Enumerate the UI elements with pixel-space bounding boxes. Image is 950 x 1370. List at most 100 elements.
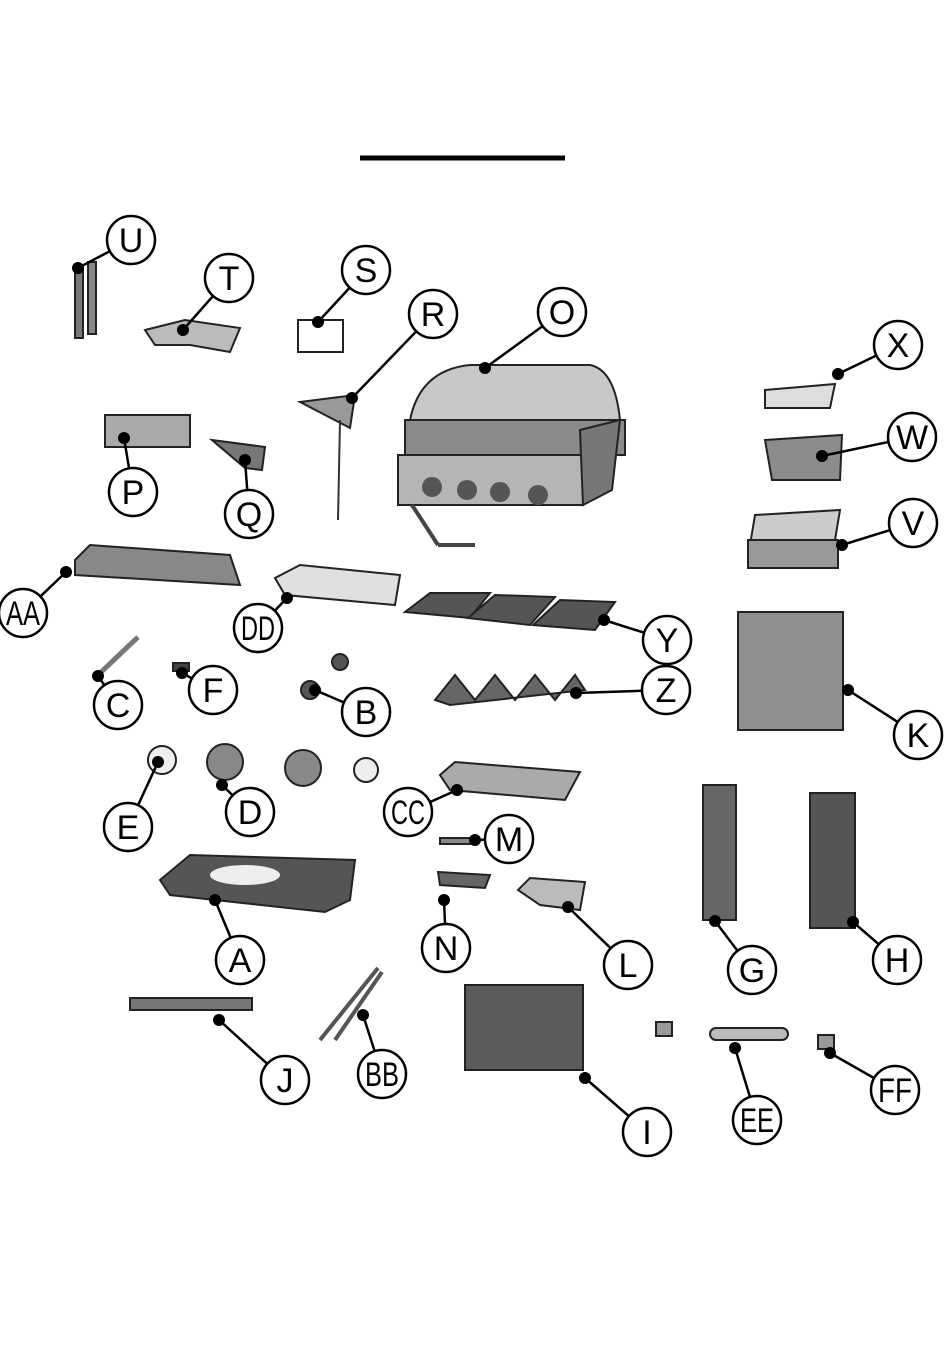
callout-ff-dot [824,1047,836,1059]
callout-aa-dot [60,566,72,578]
callout-k-leader-line [848,690,898,722]
callout-dd: DD [234,592,293,652]
callout-r-dot [346,392,358,404]
part-k-back-panel [738,612,843,730]
callout-a-leader-line [215,900,231,938]
callout-y: Y [598,614,691,664]
part-t-warming-rack [145,320,240,352]
callout-b-dot [309,684,321,696]
part-i-door-panel [465,985,583,1070]
callout-y-leader-line [604,620,644,633]
part-n-tray [438,872,490,888]
callout-c: C [92,670,142,729]
callout-f-dot [176,667,188,679]
callout-ff: FF [824,1047,919,1114]
part-r-igniter-wire [338,420,340,520]
callout-h-label: H [885,942,910,980]
callout-z-label: Z [656,672,677,710]
callout-o-dot [479,362,491,374]
callout-v-leader-line [842,530,890,545]
callout-j-leader-line [219,1020,267,1064]
callout-z: Z [570,666,690,714]
part-bb-tongs [320,968,382,1040]
callout-b-label: B [355,694,378,732]
callout-i-dot [579,1072,591,1084]
callout-s-dot [312,316,324,328]
callout-cc-label: CC [391,794,425,832]
part-j-front-rail [130,998,252,1010]
callout-ff-label: FF [878,1072,912,1110]
callout-dd-label: DD [241,610,275,648]
callout-d-dot [216,779,228,791]
callout-bb-label: BB [365,1056,399,1094]
callout-a-label: A [229,942,252,980]
callout-y-dot [598,614,610,626]
callout-l: L [562,901,652,989]
part-a-cart-base-opening [210,865,280,885]
callout-u: U [72,216,155,274]
callout-o-leader-line [485,326,543,368]
callout-i: I [579,1072,671,1156]
callout-e-label: E [117,809,140,847]
callout-a: A [209,894,264,984]
callout-k: K [842,684,942,759]
callout-x-label: X [887,327,910,365]
callout-o-label: O [549,294,575,332]
callout-ee-dot [729,1042,741,1054]
callout-ff-leader-line [830,1053,874,1078]
callout-v-dot [836,539,848,551]
callout-a-dot [209,894,221,906]
callout-h: H [847,916,921,984]
callout-d: D [216,779,274,836]
callout-ee-label: EE [740,1102,774,1140]
part-z-flavorizer-bars [435,675,585,705]
part-y-cooking-grates [405,593,615,630]
callout-e-dot [152,756,164,768]
callout-bb: BB [357,1009,406,1098]
callout-x: X [832,321,922,380]
callout-dd-dot [281,592,293,604]
callout-h-dot [847,916,859,928]
callout-z-dot [570,687,582,699]
callout-r-leader-line [352,331,416,398]
part-g-side-panel [703,785,736,920]
callout-l-leader-line [568,907,611,948]
callout-y-label: Y [656,622,679,660]
callout-m-label: M [495,821,523,859]
callout-g-dot [709,915,721,927]
part-ff-cap [818,1035,834,1049]
callout-t-dot [177,324,189,336]
callout-j-dot [213,1014,225,1026]
callout-s: S [312,246,390,328]
part-q-bracket [212,440,265,470]
callout-s-label: S [355,252,378,290]
callout-f-label: F [203,672,224,710]
callout-i-label: I [642,1114,651,1152]
part-aa-back-rail [75,545,240,585]
callout-n-dot [438,894,450,906]
part-c-rod [98,637,138,675]
callout-g: G [709,915,776,994]
callout-d-label: D [238,794,263,832]
callout-t-label: T [219,260,240,298]
callout-z-leader-line [576,691,642,693]
callout-e: E [104,756,164,851]
part-h-side-panel [810,793,855,928]
part-o-grill-head [398,365,625,545]
callout-q-label: Q [236,496,262,534]
callout-ee-leader-line [735,1048,750,1097]
part-ee-tube [710,1028,788,1040]
part-w-pan [765,435,842,480]
part-ff-cap-alt [656,1022,672,1036]
callout-o: O [479,288,586,374]
callout-l-dot [562,901,574,913]
callout-v-label: V [902,505,925,543]
callout-aa-label: AA [6,595,40,633]
callout-j: J [213,1014,309,1104]
callout-s-leader-line [318,288,350,322]
callout-x-dot [832,368,844,380]
callout-w-dot [816,450,828,462]
callout-cc-dot [451,784,463,796]
callout-p-label: P [122,474,145,512]
